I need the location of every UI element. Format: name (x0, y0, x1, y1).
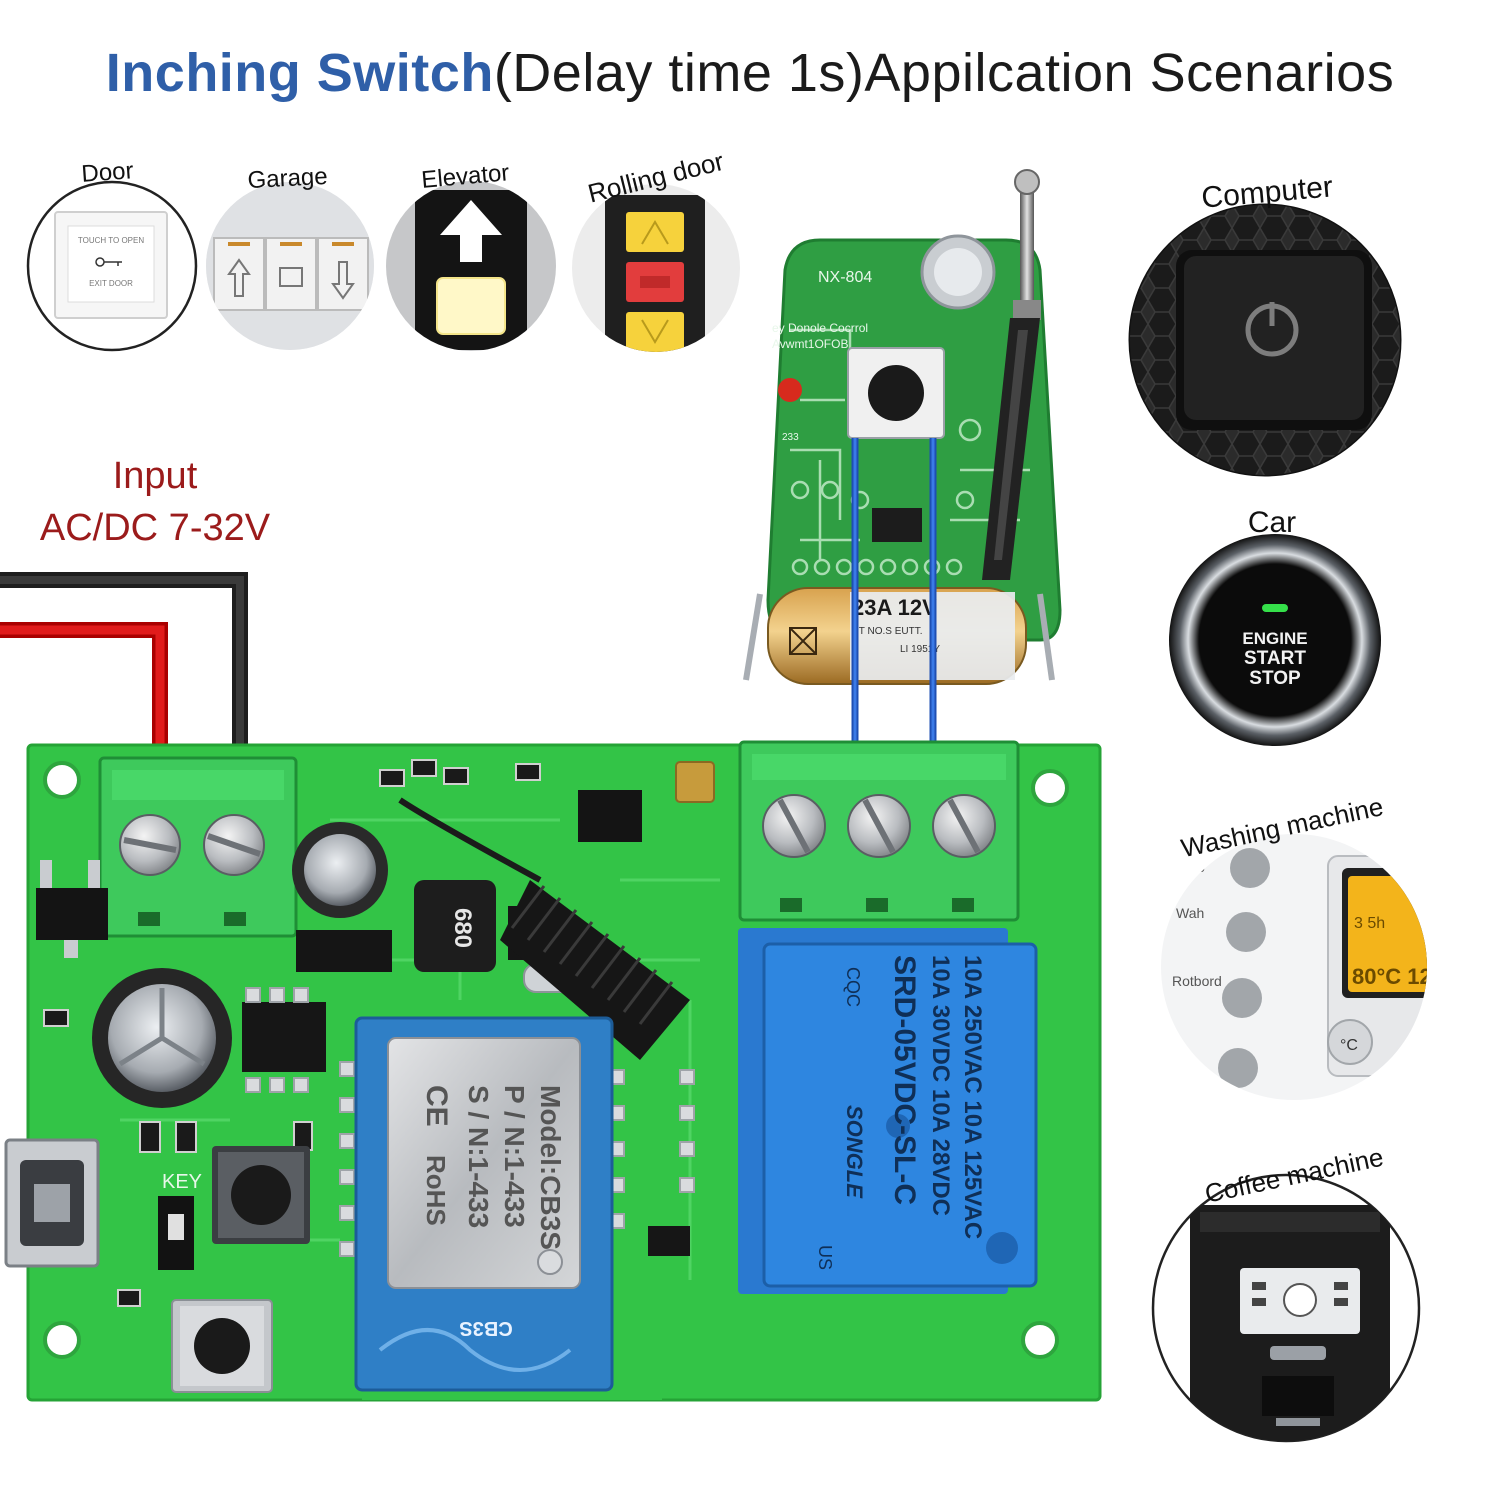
module-pn-text: P / N:1-433 (499, 1085, 530, 1228)
module-sn-text: S / N:1-433 (463, 1085, 494, 1228)
remote-led (778, 378, 802, 402)
key-label: KEY (162, 1171, 202, 1193)
inductor-label: 680 (449, 908, 476, 948)
stop-square-icon (279, 267, 303, 287)
scenario-label-door: Door (81, 157, 135, 188)
battery-23a: 23A 12V IT NO.S EUTT. LI 1951Y (743, 587, 1055, 685)
mount-hole (1031, 769, 1069, 807)
scenario-label-garage: Garage (247, 163, 328, 194)
remote-chip (872, 508, 922, 542)
door-switch-top-text: TOUCH TO OPEN (78, 236, 144, 245)
scenario-washing-machine: Pho Wah Rotbord 3 5h 80°C 12 °C Washing … (1161, 791, 1432, 1100)
washer-display-1: 3 5h (1354, 915, 1385, 932)
battery-sub-label: IT NO.S EUTT. (856, 626, 923, 637)
remote-text-2: Avwmt1OFOB (772, 337, 848, 351)
scenario-label-car: Car (1248, 506, 1296, 539)
input-label-line2: AC/DC 7-32V (39, 507, 271, 549)
micro-usb-port[interactable] (4, 1138, 100, 1268)
remote-model-text: NX-804 (818, 269, 872, 286)
relay-us-mark: US (815, 1245, 835, 1270)
remote-control-pcb: NX-804 ey Donole Cocrrol Avwmt1OFOB 233 (743, 169, 1062, 745)
cb3s-wifi-module: Model:CB3S P / N:1-433 S / N:1-433 CE Ro… (354, 1016, 614, 1392)
reset-button[interactable] (171, 1299, 273, 1393)
title-highlight: Inching Switch (105, 43, 494, 103)
relay-module-board: 680 (4, 740, 1102, 1402)
output-terminal-block[interactable] (738, 740, 1020, 922)
relay-rating-2: 10A 30VDC 10A 28VDC (927, 955, 954, 1216)
relay: 10A 250VAC 10A 125VAC 10A 30VDC 10A 28VD… (738, 928, 1038, 1294)
scenario-car: Car ENGINE START STOP (1169, 506, 1381, 746)
input-terminal-block[interactable] (98, 756, 298, 938)
car-button-line2: START (1244, 648, 1306, 669)
input-label-line1: Input (112, 455, 198, 497)
electrolytic-capacitor-small (292, 822, 388, 918)
battery-label: 23A 12V (852, 595, 937, 620)
page-title: Inching Switch(Delay time 1s)Appilcation… (0, 42, 1500, 104)
battery-sub-label-2: LI 1951Y (900, 644, 940, 655)
mount-hole (1021, 1321, 1059, 1359)
header-pins (245, 987, 695, 1257)
slide-switch[interactable] (158, 1196, 194, 1270)
scenario-computer: Computer (1128, 170, 1402, 477)
module-tag-text: CB3S (459, 1317, 512, 1339)
scenario-coffee-machine: Coffee machine (1151, 1142, 1421, 1443)
relay-cqc-mark: CQC (843, 967, 863, 1007)
relay-model: SRD-05VDC-SL-C (888, 955, 921, 1205)
scenario-rolling-door: Rolling door (572, 146, 740, 352)
title-rest: (Delay time 1s)Appilcation Scenarios (493, 43, 1395, 103)
smd-components (36, 759, 715, 1307)
car-button-line3: STOP (1249, 668, 1301, 689)
elevator-up-arrow-icon (440, 200, 502, 262)
washer-menu-2: Wah (1176, 905, 1204, 921)
door-switch-bottom-text: EXIT DOOR (89, 279, 133, 288)
remote-text-1: ey Donole Cocrrol (772, 321, 868, 335)
washer-display-2: 80°C 12 (1352, 964, 1432, 989)
power-wires (0, 572, 248, 760)
module-ce-mark: CE (420, 1085, 453, 1127)
scenario-door: TOUCH TO OPEN EXIT DOOR Door (26, 157, 198, 352)
car-button-line1: ENGINE (1242, 629, 1307, 648)
scenario-label-computer: Computer (1200, 170, 1334, 214)
mount-hole (43, 1321, 81, 1359)
remote-text-3: 233 (782, 432, 799, 443)
coil-antenna (398, 797, 690, 1060)
key-button[interactable] (212, 1146, 310, 1244)
electrolytic-capacitor-large (92, 968, 232, 1108)
relay-rating-1: 10A 250VAC 10A 125VAC (959, 955, 986, 1239)
arrow-down-icon (331, 261, 355, 300)
washer-menu-3: Rotbord (1172, 973, 1222, 989)
input-voltage-label: Input AC/DC 7-32V (20, 450, 290, 554)
inductor: 680 (414, 880, 496, 972)
mount-hole (43, 761, 81, 799)
scenario-garage: Garage (206, 163, 374, 350)
washer-knob-label: °C (1340, 1037, 1358, 1054)
scenario-elevator: Elevator (386, 159, 556, 351)
module-model-text: Model:CB3S (535, 1085, 566, 1250)
relay-brand: SONGLE (842, 1105, 867, 1199)
arrow-up-icon (227, 258, 251, 297)
remote-antenna (982, 169, 1041, 580)
module-rohs-mark: RoHS (421, 1155, 451, 1226)
